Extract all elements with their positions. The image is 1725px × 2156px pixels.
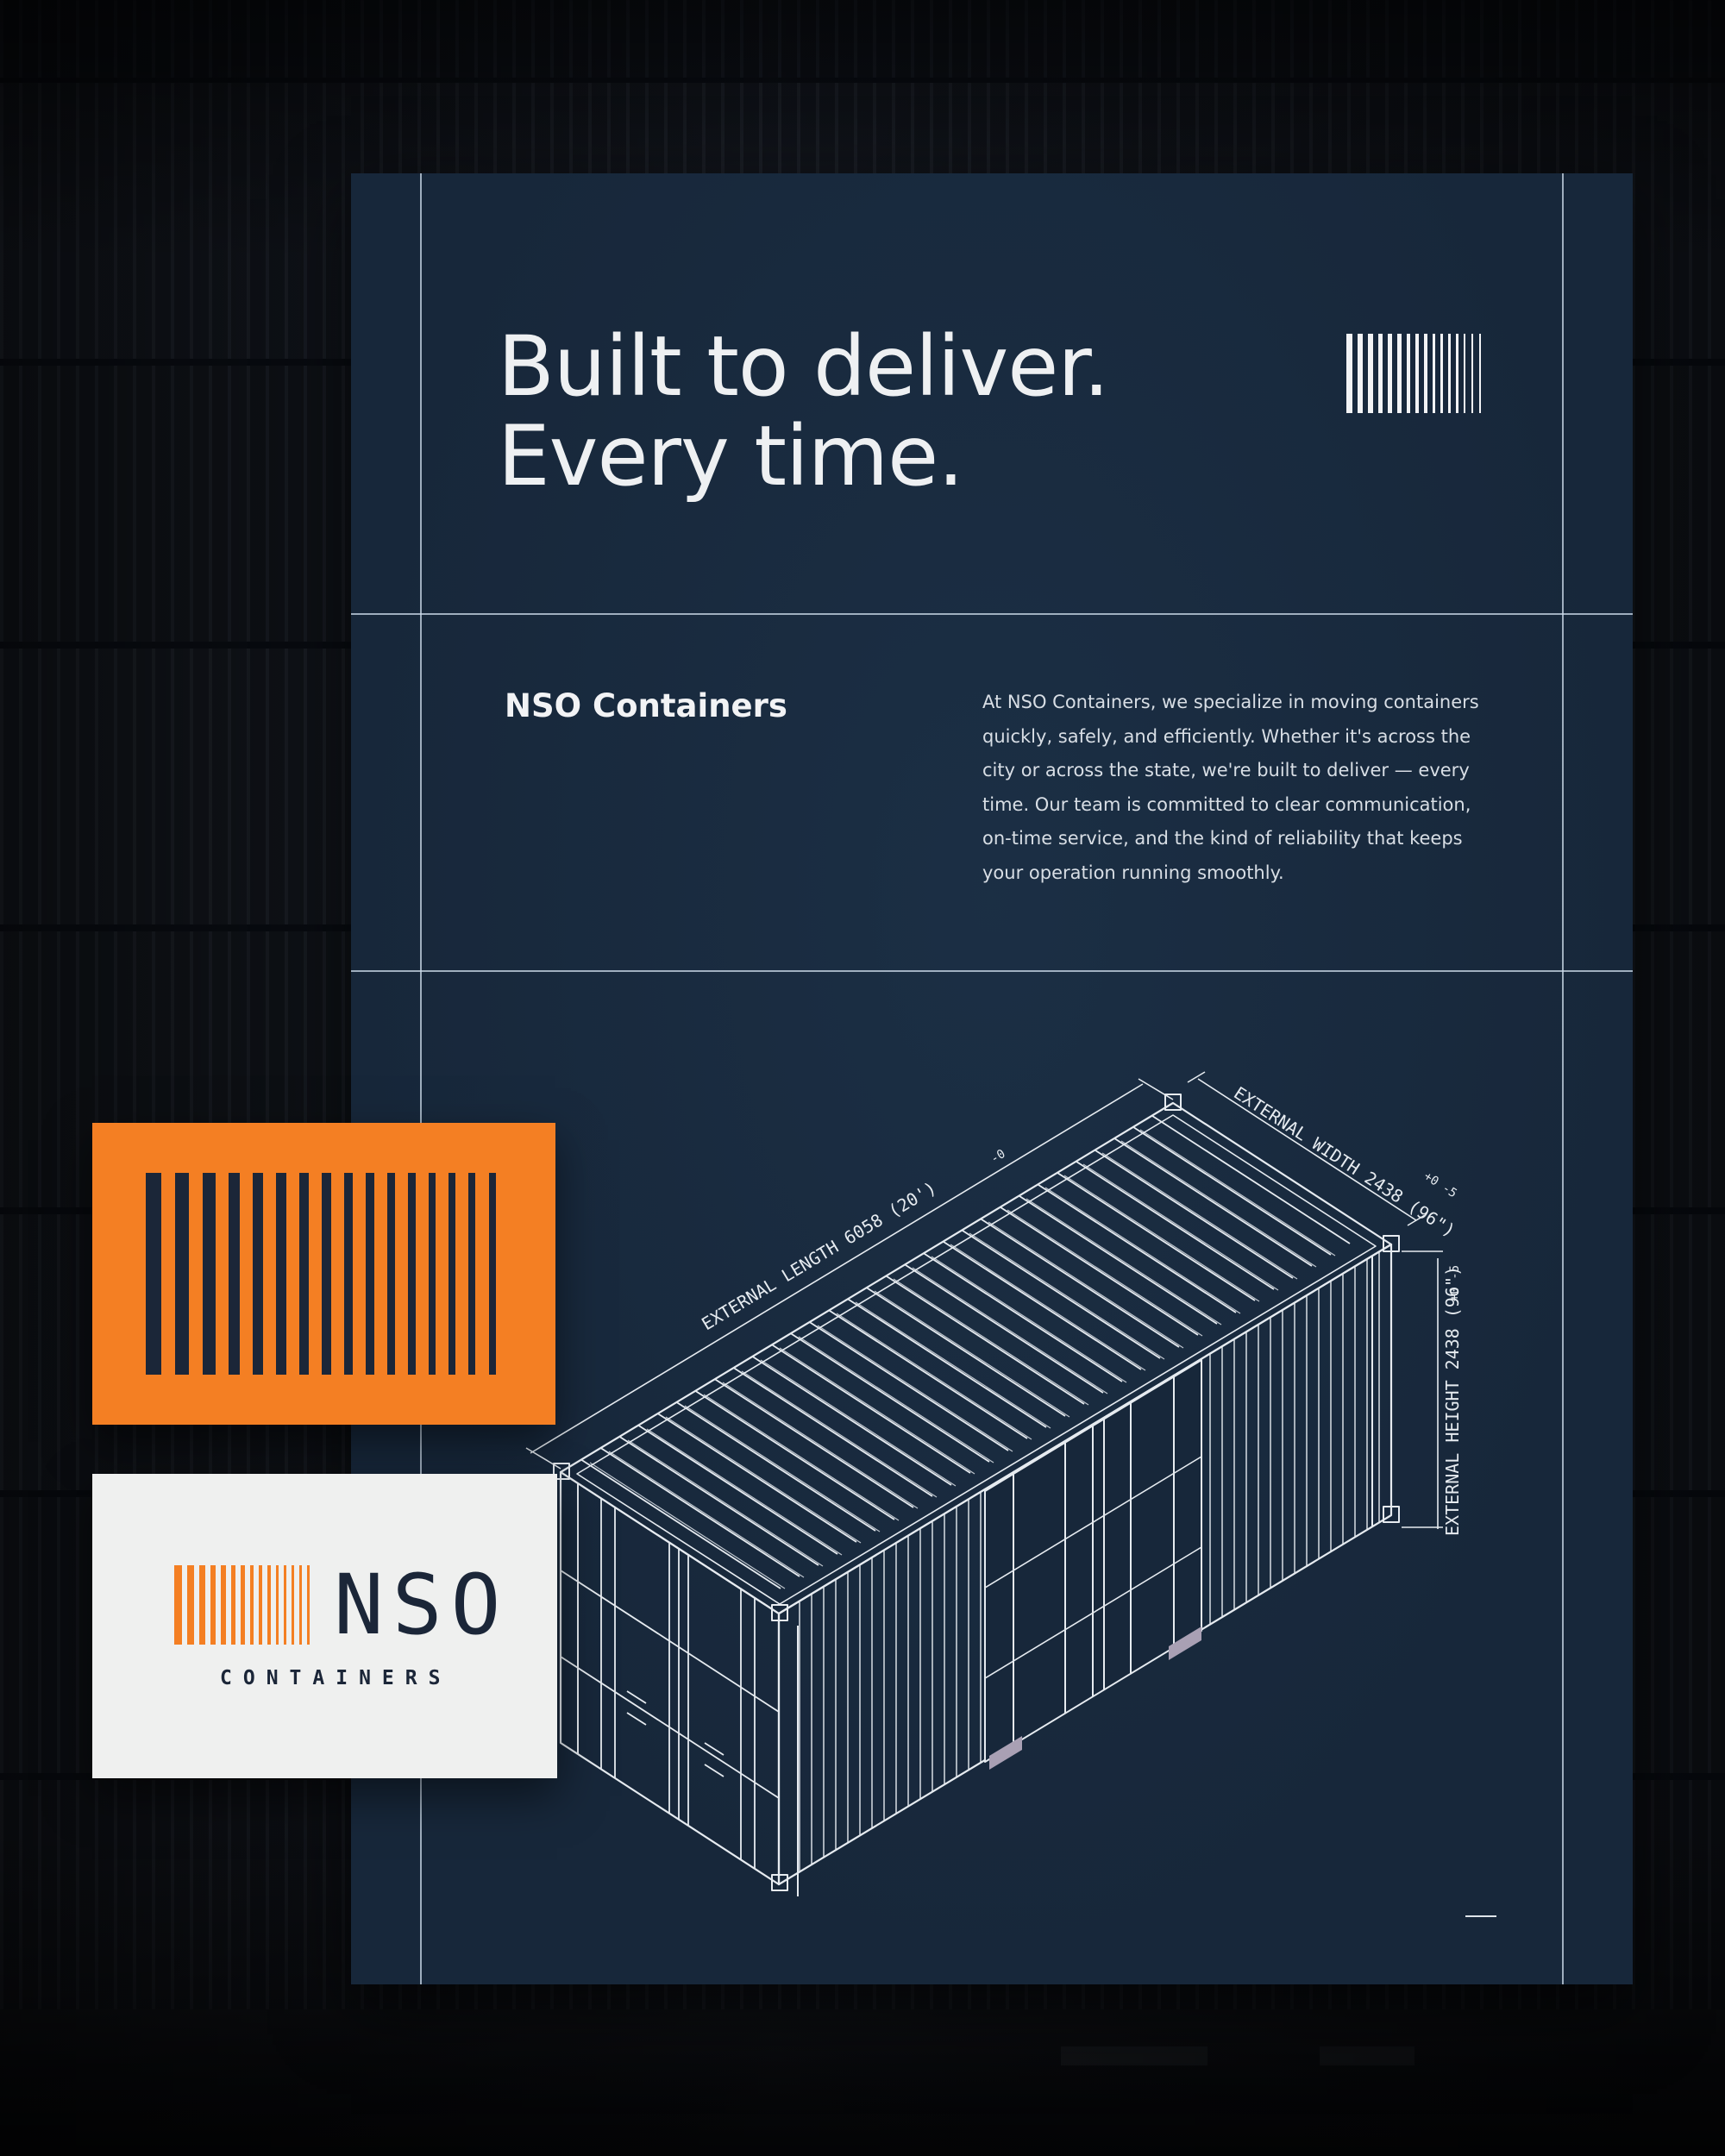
container-blueprint-icon: EXTERNAL LENGTH 6058 (20') -0 EXTERNAL W…: [525, 1071, 1463, 1896]
logo-barcode-icon: [174, 1565, 310, 1645]
company-name: NSO Containers: [505, 687, 787, 724]
dimension-length-tolerance: -0: [988, 1147, 1008, 1166]
barcode-icon: [1346, 334, 1481, 413]
orange-barcode-card: [92, 1123, 555, 1425]
corner-dash: [1465, 1915, 1496, 1917]
grid-line-vertical-left: [420, 173, 422, 1984]
headline-line-1: Built to deliver.: [498, 318, 1109, 415]
barcode-icon: [146, 1173, 496, 1375]
headline: Built to deliver. Every time.: [498, 318, 1109, 505]
company-description: At NSO Containers, we specialize in movi…: [982, 692, 1479, 883]
poster: Built to deliver. Every time. NSO Contai…: [351, 173, 1633, 1984]
dimension-height-tolerance: +0 -5: [1448, 1265, 1462, 1301]
grid-line-horizontal-top: [351, 613, 1633, 615]
logo-wordmark: NSO: [334, 1557, 510, 1653]
dimension-width-tolerance: +0 -5: [1421, 1169, 1459, 1200]
grid-line-horizontal-bottom: [351, 970, 1633, 972]
logo-subtitle: CONTAINERS: [220, 1667, 452, 1689]
dimension-height-label: EXTERNAL HEIGHT 2438 (96"): [1442, 1266, 1463, 1536]
logo-card: NSO CONTAINERS: [92, 1474, 557, 1778]
grid-line-vertical-right: [1562, 173, 1564, 1984]
headline-line-2: Every time.: [498, 408, 964, 505]
